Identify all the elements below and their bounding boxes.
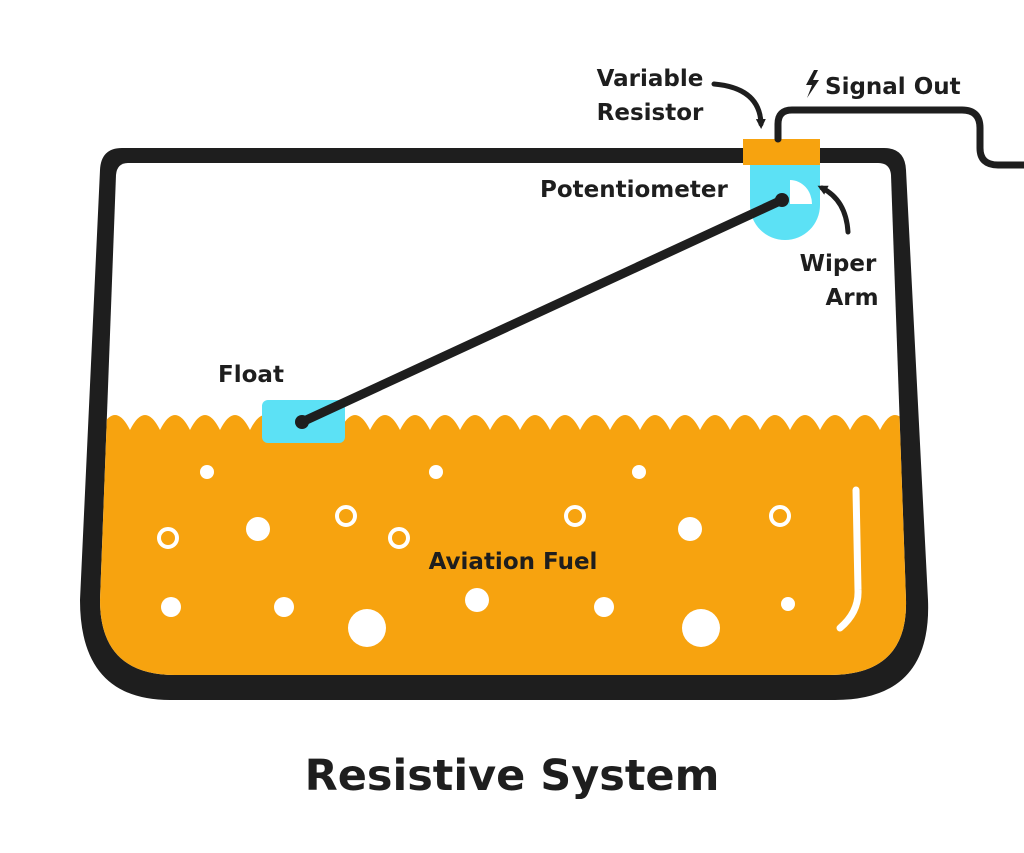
wiper-arm-label-line1: Wiper (800, 251, 877, 277)
diagram-title: Resistive System (305, 751, 720, 801)
bubble (682, 609, 720, 647)
wiper-arm-label-line2: Arm (825, 285, 878, 311)
wiper-pivot (775, 193, 789, 207)
tank-glare (836, 486, 862, 632)
bubble-ring (335, 505, 357, 527)
bubble (429, 465, 443, 479)
bubble (781, 597, 795, 611)
fuel-bubbles (161, 465, 795, 647)
bubble (200, 465, 214, 479)
variable-resistor-label-line1: Variable (597, 66, 704, 92)
bubble-ring (388, 527, 410, 549)
wiper-contact (790, 180, 812, 204)
float-label: Float (218, 362, 284, 388)
fuel-bubble-rings (157, 505, 791, 549)
aviation-fuel-label: Aviation Fuel (429, 549, 598, 575)
bubble (678, 517, 702, 541)
bubble-ring (157, 527, 179, 549)
bubble-ring (769, 505, 791, 527)
bubble (465, 588, 489, 612)
variable-resistor-label-line2: Resistor (597, 100, 704, 126)
wiper-arm-arrow (817, 185, 851, 235)
signal-wire (774, 106, 1024, 169)
float-pivot (295, 415, 309, 429)
bubble (246, 517, 270, 541)
bubble (594, 597, 614, 617)
bubble (632, 465, 646, 479)
lightning-bolt-icon (806, 70, 819, 98)
float-arm (297, 195, 787, 427)
potentiometer-label: Potentiometer (540, 177, 728, 203)
bubble-ring (564, 505, 586, 527)
variable-resistor (743, 139, 820, 165)
bubble (161, 597, 181, 617)
bubble (274, 597, 294, 617)
bubble (348, 609, 386, 647)
variable-resistor-arrow (711, 81, 766, 129)
signal-out-label: Signal Out (825, 74, 961, 100)
